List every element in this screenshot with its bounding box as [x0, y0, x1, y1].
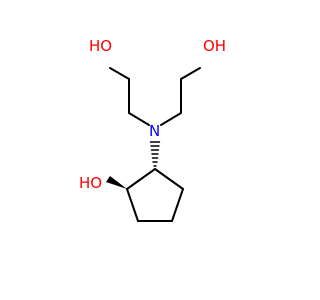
atom-label-ho-ring: HO	[79, 174, 102, 192]
bond-n-right-c1	[160, 112, 182, 126]
bond-ring-c4-c5	[171, 188, 184, 222]
bond-right-c2-oh	[180, 67, 201, 80]
atom-label-oh-right: OH	[203, 37, 226, 55]
solid-wedge-bond	[106, 176, 127, 189]
atom-label-nitrogen: N	[149, 122, 160, 140]
bond-ring-c2-c3	[126, 188, 139, 222]
structure-diagram: HO OH N HO	[79, 37, 226, 222]
hashed-wedge-bond	[149, 141, 161, 167]
atom-label-ho-left: HO	[89, 37, 112, 55]
bond-ho-left-c1	[109, 67, 130, 80]
bond-left-c2-n	[128, 112, 150, 126]
bond-ring-c5-c1	[154, 168, 184, 190]
molecule-canvas: HO OH N HO	[79, 37, 227, 222]
bond-ring-c1-c2	[126, 168, 156, 190]
bonds	[109, 67, 201, 222]
